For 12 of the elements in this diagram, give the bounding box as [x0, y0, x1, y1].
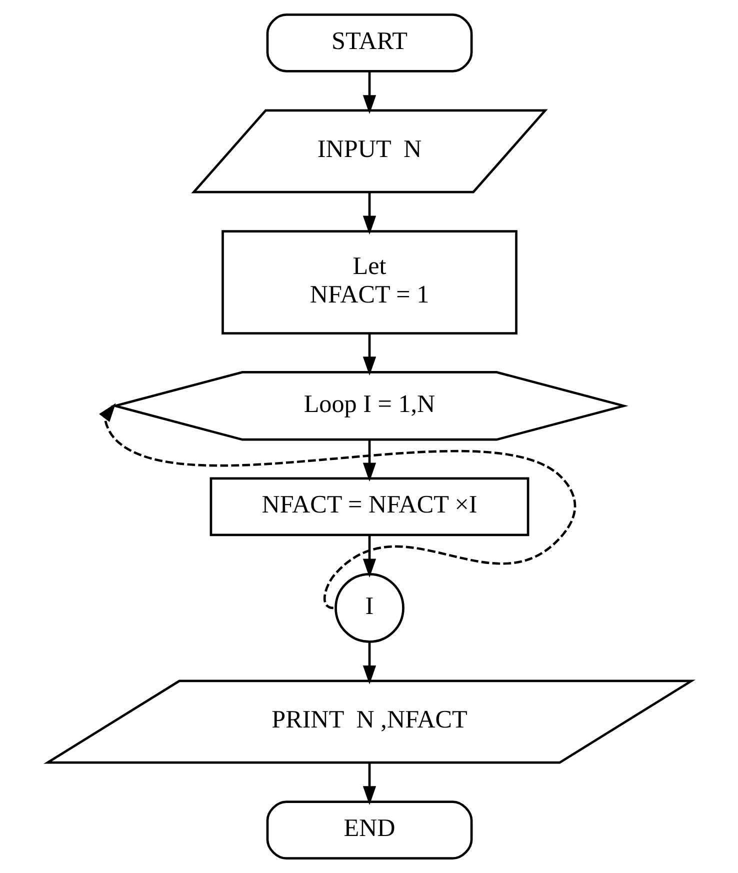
node-box: START — [266, 14, 472, 72]
arrow — [362, 535, 376, 578]
arrow — [362, 763, 376, 805]
arrow — [362, 439, 376, 482]
arrow — [362, 72, 376, 114]
arrow — [362, 334, 376, 376]
node-box: Let NFACT = 1 — [221, 230, 517, 334]
node-circle: I — [334, 573, 404, 643]
arrow — [362, 642, 376, 684]
arrow — [362, 192, 376, 235]
node-box: NFACT = NFACT ×I — [209, 477, 529, 536]
node-box: END — [266, 800, 472, 860]
